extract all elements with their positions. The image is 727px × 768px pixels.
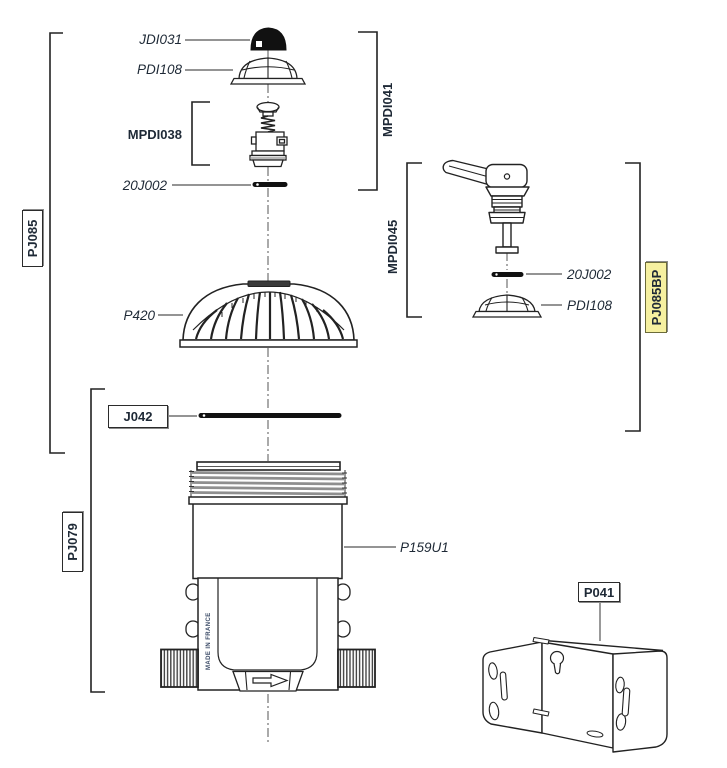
label-mpdi041: MPDI041 bbox=[380, 82, 395, 137]
part-dome-pdi108-right bbox=[471, 294, 543, 318]
bracket-mpdi038 bbox=[191, 101, 210, 166]
leader-lines bbox=[158, 39, 601, 641]
strainer-ticks bbox=[221, 292, 318, 317]
bracket-left-wing bbox=[482, 641, 543, 734]
bracket-pj085bp bbox=[625, 162, 641, 432]
part-lever-valve-mpdi045 bbox=[442, 159, 530, 254]
bracket-pj085 bbox=[49, 32, 65, 454]
part-cap-jdi031 bbox=[250, 27, 287, 51]
side-ears bbox=[185, 583, 351, 638]
part-o-ring-20j002-right bbox=[491, 272, 524, 277]
thread-edges bbox=[189, 470, 347, 497]
label-p159u1: P159U1 bbox=[400, 540, 449, 555]
part-tag-j042[interactable]: J042 bbox=[108, 405, 168, 428]
bracket-right-wing bbox=[612, 650, 668, 753]
part-dome-pdi108-top bbox=[229, 57, 307, 85]
part-tag-pj085[interactable]: PJ085 bbox=[22, 210, 43, 267]
label-20j002-right: 20J002 bbox=[567, 267, 612, 282]
part-mounting-bracket-p041 bbox=[482, 637, 668, 753]
spring bbox=[260, 115, 276, 133]
bracket-pj079 bbox=[90, 388, 105, 693]
made-in-france-text: MADE IN FRANCE bbox=[206, 612, 212, 670]
part-tag-p041[interactable]: P041 bbox=[578, 582, 620, 602]
part-tag-pj085bp-highlighted[interactable]: PJ085BP bbox=[645, 262, 667, 333]
threads bbox=[191, 471, 345, 496]
brackets bbox=[49, 31, 641, 693]
part-bowl-p159u1 bbox=[188, 461, 348, 580]
part-strainer-p420 bbox=[179, 280, 358, 348]
part-tag-pj079[interactable]: PJ079 bbox=[62, 512, 83, 572]
bracket-mpdi045 bbox=[406, 162, 422, 318]
label-jdi031: JDI031 bbox=[139, 32, 182, 47]
label-mpdi045: MPDI045 bbox=[385, 219, 400, 274]
label-pdi108-top: PDI108 bbox=[136, 62, 182, 77]
part-o-ring-j042 bbox=[198, 413, 342, 418]
part-head-housing bbox=[160, 577, 376, 692]
bracket-holes bbox=[488, 662, 631, 731]
flow-arrow-icon bbox=[252, 673, 289, 688]
strainer-ribs bbox=[194, 291, 345, 340]
label-mpdi038: MPDI038 bbox=[127, 127, 182, 142]
keyhole-slot bbox=[549, 650, 565, 675]
port-left bbox=[160, 648, 199, 688]
port-right bbox=[337, 648, 376, 688]
label-pdi108-right: PDI108 bbox=[567, 298, 613, 313]
part-valve-mpdi038 bbox=[249, 101, 288, 168]
part-o-ring-20j002-left bbox=[252, 182, 288, 187]
label-20j002-left: 20J002 bbox=[122, 178, 167, 193]
label-p420: P420 bbox=[123, 308, 155, 323]
bracket-mpdi041 bbox=[358, 31, 378, 191]
